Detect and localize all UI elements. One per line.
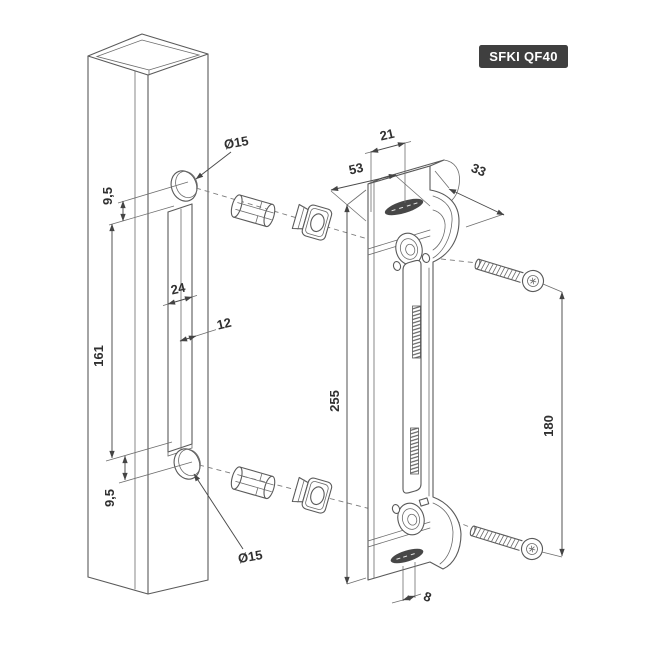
torx-recess-icon bbox=[529, 277, 537, 285]
plate-pilot-hole bbox=[421, 253, 431, 263]
gate-post bbox=[87, 33, 209, 595]
plate-notch bbox=[418, 497, 430, 507]
plate-pilot-hole bbox=[392, 261, 402, 271]
plate-hole-bottom bbox=[397, 502, 425, 536]
dim-label-offset-bottom: 9,5 bbox=[102, 489, 117, 507]
screw-thread bbox=[471, 526, 520, 550]
product-code-label: SFKI QF40 bbox=[489, 49, 557, 64]
fixing-insert-top bbox=[230, 194, 276, 228]
dim-label-screw-spacing: 180 bbox=[541, 415, 556, 437]
dim-label-plate-side-depth: 33 bbox=[469, 160, 488, 179]
brand-logo-oval-top bbox=[384, 198, 424, 216]
dim-label-hole-bottom-diameter: Ø15 bbox=[237, 547, 264, 566]
screw-bottom bbox=[469, 525, 544, 561]
dim-label-plate-foot-depth: 8 bbox=[422, 588, 434, 605]
torx-recess-icon bbox=[528, 545, 536, 553]
dim-label-offset-top: 9,5 bbox=[100, 187, 115, 205]
dim-label-plate-height: 255 bbox=[327, 390, 342, 412]
post-hole-top bbox=[170, 170, 198, 202]
serrated-rack-bottom bbox=[410, 427, 419, 475]
dim-label-slot-inner-width: 12 bbox=[215, 315, 232, 333]
dim-label-slot-outer-width: 24 bbox=[169, 280, 187, 298]
post-slot bbox=[167, 203, 193, 457]
dim-label-rib-width: 21 bbox=[378, 126, 395, 144]
insert-nut-top bbox=[291, 203, 333, 241]
dim-label-slot-length: 161 bbox=[91, 345, 106, 367]
plate-dimensions: 21 53 33 255 180 8 bbox=[327, 126, 565, 605]
keeper-plate bbox=[367, 159, 462, 581]
serrated-rack-top bbox=[412, 305, 421, 359]
screw-top bbox=[474, 258, 545, 293]
insert-nut-bottom bbox=[291, 476, 333, 514]
post-hole-bottom bbox=[173, 448, 201, 480]
post-dimensions: Ø15 9,5 161 24 12 9,5 Ø15 bbox=[91, 133, 264, 566]
product-code-badge: SFKI QF40 bbox=[479, 45, 568, 68]
dim-label-hole-top-diameter: Ø15 bbox=[223, 133, 250, 152]
plate-pilot-hole bbox=[391, 504, 401, 514]
brand-logo-oval-bottom bbox=[390, 548, 424, 564]
screw-thread bbox=[476, 259, 521, 282]
fixing-insert-bottom bbox=[230, 466, 276, 500]
dim-label-plate-width: 53 bbox=[347, 160, 364, 178]
